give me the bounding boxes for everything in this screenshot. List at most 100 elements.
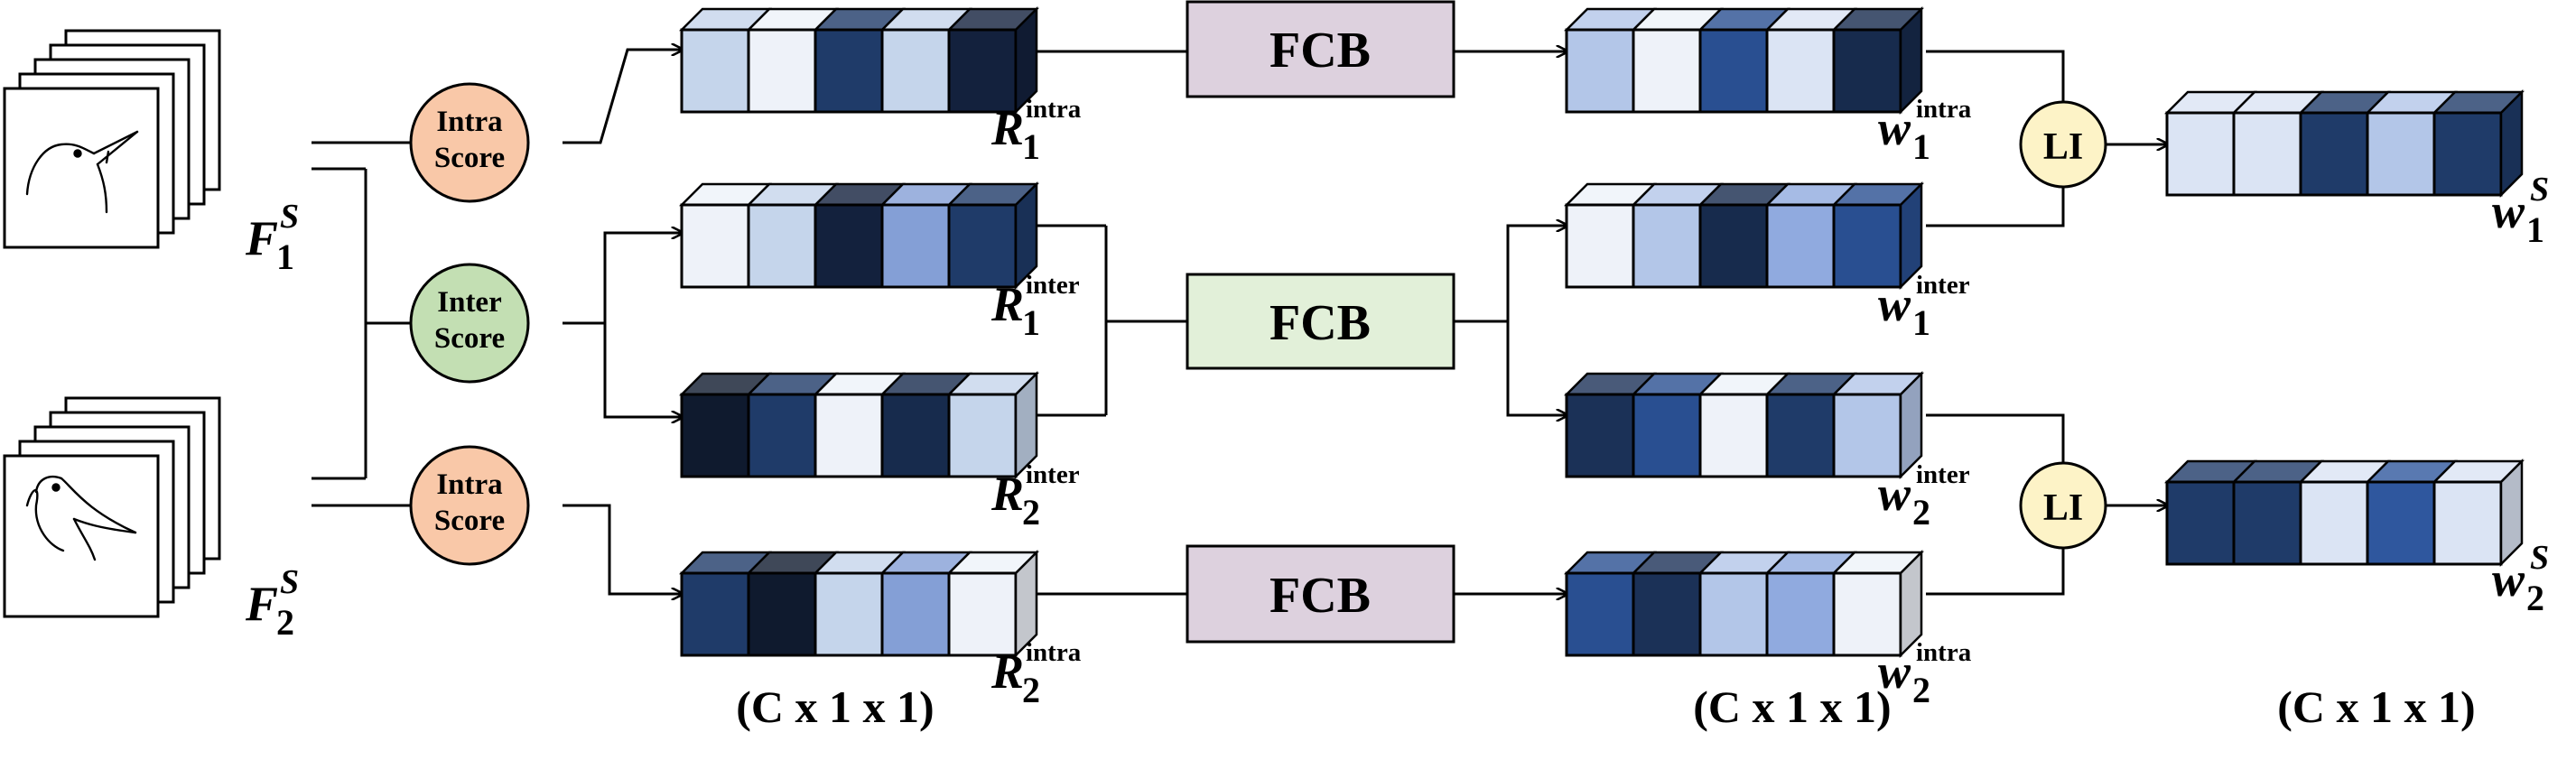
vector-w2-inter — [1563, 370, 1925, 480]
vector-cell — [2165, 480, 2236, 566]
label-superscript: inter — [1026, 460, 1080, 489]
label-base: R — [990, 277, 1024, 331]
label-subscript: 1 — [1022, 302, 1040, 343]
vector-cell — [814, 571, 884, 657]
vector-cell — [2299, 480, 2369, 566]
vector-cell — [747, 203, 817, 289]
vector-cell — [1565, 393, 1635, 478]
vector-cell-side — [1899, 181, 1923, 291]
label-superscript: S — [280, 198, 299, 236]
label-base: w — [1878, 101, 1911, 155]
feature-map-sheet — [3, 454, 160, 618]
label-f2-s: F2S — [245, 563, 299, 643]
label-subscript: 1 — [1912, 126, 1930, 167]
label-base: R — [990, 467, 1024, 521]
vector-cell — [680, 393, 750, 478]
vector-w2-s — [2163, 458, 2525, 568]
vector-cell — [1565, 571, 1635, 657]
vector-cell — [2366, 111, 2436, 197]
vector-cell — [680, 571, 750, 657]
dimension-label-middle: (C x 1 x 1) — [1693, 681, 1891, 732]
label-subscript: 1 — [2526, 209, 2544, 250]
vector-cell — [1765, 203, 1836, 289]
vector-w1-intra — [1563, 5, 1925, 116]
vector-cell-side — [1899, 549, 1923, 659]
label-superscript: S — [2530, 539, 2549, 577]
label-subscript: 2 — [1912, 492, 1930, 533]
vector-cell — [1765, 28, 1836, 114]
label-superscript: S — [2530, 171, 2549, 209]
vector-cell — [880, 28, 951, 114]
bird-sketch-top — [25, 130, 139, 214]
vector-cell — [814, 28, 884, 114]
vector-cell-side — [1899, 5, 1923, 116]
label-subscript: 2 — [276, 602, 294, 643]
vector-cell — [747, 28, 817, 114]
intra-score-node-top: Intra Score — [409, 82, 530, 203]
vector-cell — [2432, 480, 2503, 566]
label-base: w — [1878, 644, 1911, 699]
channel-vectors — [678, 5, 2525, 659]
vector-cell — [947, 393, 1018, 478]
vector-cell — [1565, 203, 1635, 289]
vector-cell — [880, 203, 951, 289]
vector-cell — [1698, 571, 1769, 657]
vector-cell — [1698, 393, 1769, 478]
vector-cell — [1832, 28, 1902, 114]
vector-r2-inter — [678, 370, 1040, 480]
label-base: R — [990, 101, 1024, 155]
label-superscript: inter — [1026, 271, 1080, 300]
bird-sketch-bottom — [25, 475, 137, 561]
feature-stack-f1 — [3, 29, 221, 249]
label-superscript: intra — [1916, 95, 1972, 124]
label-subscript: 1 — [1022, 126, 1040, 167]
vector-cell — [880, 571, 951, 657]
label-subscript: 2 — [1912, 670, 1930, 710]
vector-cell — [680, 203, 750, 289]
label-superscript: inter — [1916, 271, 1970, 300]
vector-cell — [2232, 480, 2302, 566]
vector-cell — [1832, 203, 1902, 289]
label-subscript: 2 — [2526, 578, 2544, 618]
feature-stack-f2 — [3, 396, 221, 618]
node-label-line1: Intra — [436, 106, 502, 138]
vector-cell — [947, 571, 1018, 657]
vector-cell — [1698, 28, 1769, 114]
label-superscript: intra — [1916, 638, 1972, 667]
vector-cell — [1565, 28, 1635, 114]
label-subscript: 2 — [1022, 670, 1040, 710]
label-base: w — [1878, 277, 1911, 331]
label-base: F — [245, 577, 278, 631]
vector-cell — [1765, 393, 1836, 478]
feature-map-sheet — [3, 87, 160, 249]
fcb-block-top: FCB — [1186, 0, 1455, 98]
svg-text:FCB: FCB — [1269, 568, 1371, 624]
vector-cell — [1832, 571, 1902, 657]
label-superscript: S — [280, 563, 299, 601]
label-superscript: inter — [1916, 460, 1970, 489]
vector-cell-side — [1014, 370, 1038, 480]
vector-cell — [747, 571, 817, 657]
vector-r1-inter — [678, 181, 1040, 291]
vector-cell — [2366, 480, 2436, 566]
vector-cell-side — [1899, 370, 1923, 480]
vector-w1-s — [2163, 88, 2525, 199]
vector-cell — [1832, 393, 1902, 478]
vector-cell — [2432, 111, 2503, 197]
vector-cell — [880, 393, 951, 478]
label-base: F — [245, 211, 278, 265]
node-label-line2: Score — [434, 142, 505, 174]
fcb-block-middle: FCB — [1186, 273, 1455, 370]
vector-cell — [1698, 203, 1769, 289]
vector-cell — [1632, 28, 1702, 114]
